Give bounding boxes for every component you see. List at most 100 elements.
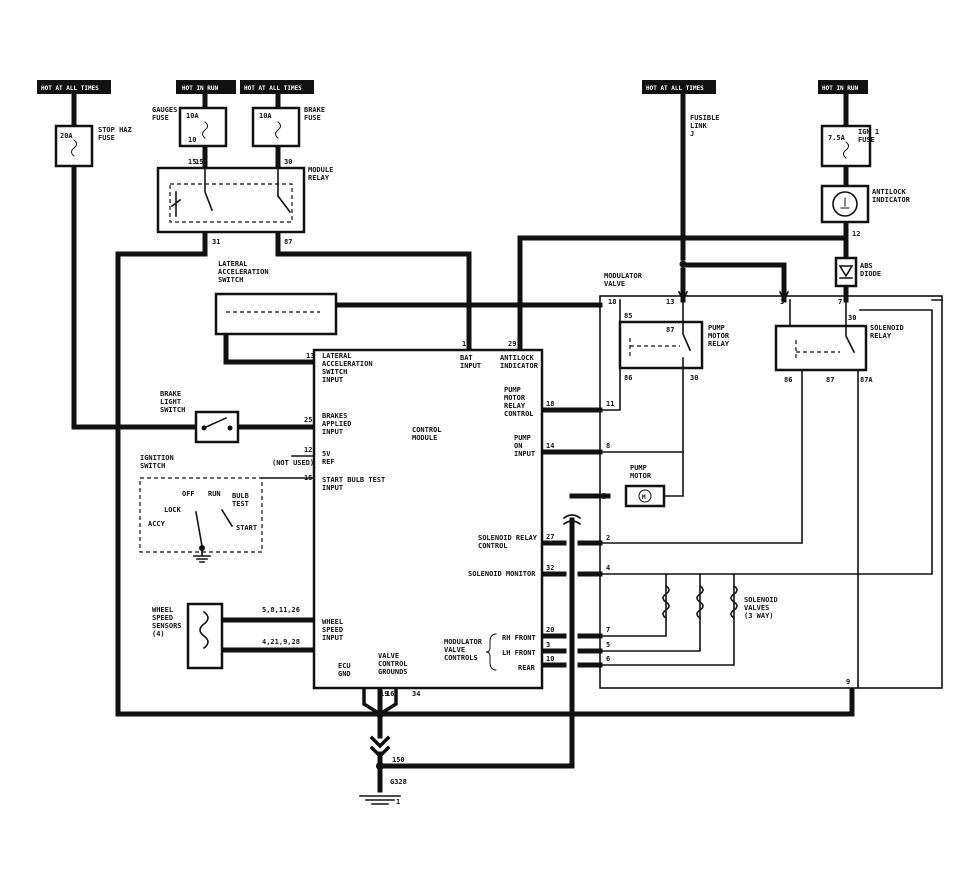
ground-sub-label: 1: [396, 798, 400, 806]
solenoid-coil-icon: [696, 584, 704, 620]
wire-relay-31-ground: [115, 229, 383, 717]
ground-g328: 150 G328 1: [359, 735, 407, 806]
pin-number: 32: [546, 564, 554, 572]
ign-pos-lock: LOCK: [164, 506, 182, 514]
fuse-rating: 10A: [259, 112, 272, 120]
ground-icon: [193, 547, 211, 563]
ground-point-label: G328: [390, 778, 407, 786]
power-tag-text: HOT AT ALL TIMES: [244, 85, 302, 92]
pin-number: 5: [606, 641, 610, 649]
fuse-element-icon: [202, 121, 208, 139]
wire-solenoid-monitor: [599, 299, 943, 575]
pin-number: 86: [784, 376, 792, 384]
relay-coil-diode: [170, 191, 182, 217]
relay-contacts: [204, 167, 292, 214]
pin-number: 87A: [860, 376, 873, 384]
wire-stop-haz: [71, 91, 199, 430]
pin-number: 30: [848, 314, 856, 322]
wire-pmr-30-motor: [663, 367, 684, 497]
pin-number: 15: [195, 158, 203, 166]
pin-number: 14: [546, 442, 554, 450]
ign-pos-accy: ACCY: [148, 520, 166, 528]
pin-number: 4,21,9,28: [262, 638, 300, 646]
indicator-lamp-icon: [840, 197, 850, 209]
pin-number: 12: [304, 446, 312, 454]
pin-number: 87: [826, 376, 834, 384]
ign-pos-start: START: [236, 524, 257, 532]
ground-icon: [359, 795, 401, 805]
relay-contacts: [845, 299, 856, 354]
connector-icon: [562, 514, 582, 526]
connector-icon: [677, 290, 790, 302]
ign-pos-off: OFF: [182, 490, 195, 498]
pin-number: 20: [546, 626, 554, 634]
pin-number: 3: [546, 641, 550, 649]
ground-wire-label: 150: [392, 756, 405, 764]
pin-number: 87: [284, 238, 292, 246]
pin-number: 87: [666, 326, 674, 334]
power-tag-text: HOT AT ALL TIMES: [41, 85, 99, 92]
pin-number: 3: [780, 298, 784, 306]
module-pin-label: SOLENOID MONITOR: [468, 570, 536, 578]
splice-dot: [465, 301, 473, 309]
splice-dot: [601, 493, 607, 499]
wire-antilock-indicator: [517, 235, 849, 355]
connector-icon: [369, 735, 391, 759]
wire-ground-bus: [377, 687, 855, 717]
pin-number: 13: [666, 298, 674, 306]
ignition-wiper: [195, 508, 234, 547]
pin-number: 6: [606, 655, 610, 663]
motor-icon: M: [642, 494, 646, 501]
pin-number: 18: [608, 298, 616, 306]
wire-pump-motor-ground: [377, 517, 575, 769]
pin-number: 15: [188, 158, 196, 166]
pin-number: 25: [304, 416, 312, 424]
wire-valve-grounds: [362, 686, 398, 717]
power-tag-hot-at-all-times-2: HOT AT ALL TIMES: [240, 80, 314, 94]
pin-number: 30: [690, 374, 698, 382]
relay-contacts: [682, 299, 692, 369]
module-pin-label: REAR: [518, 664, 536, 672]
pin-number: 7: [838, 298, 842, 306]
sensor-coil-icon: [199, 610, 209, 650]
solenoid-coil-icon: [662, 584, 670, 620]
pin-number: 19: [380, 690, 388, 698]
splice-dot: [376, 710, 384, 718]
pin-number: 4: [606, 564, 610, 572]
splice-dot: [679, 260, 687, 268]
power-tag-hot-in-run-2: HOT IN RUN: [818, 80, 868, 94]
pin-number: 10: [546, 655, 554, 663]
ign-pos-run: RUN: [208, 490, 221, 498]
